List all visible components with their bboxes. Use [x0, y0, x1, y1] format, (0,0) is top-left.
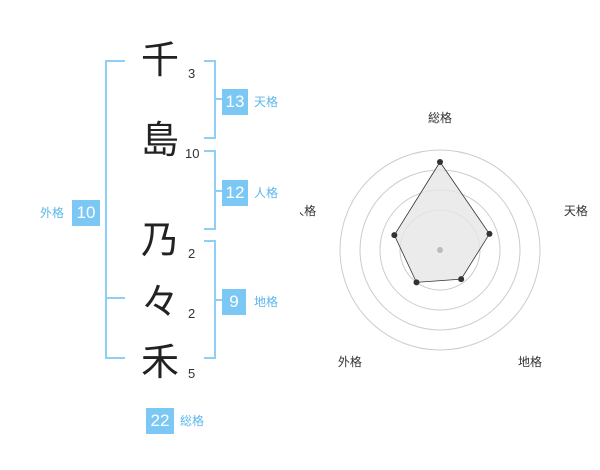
chikaku-tick — [214, 299, 222, 301]
soukaku-label: 総格 — [180, 414, 205, 428]
stroke-count-2: 10 — [185, 146, 200, 161]
soukaku-value: 22 — [146, 408, 174, 434]
gaikaku-bracket — [105, 60, 125, 359]
gaikaku-value: 10 — [72, 200, 100, 226]
chikaku-label: 地格 — [254, 295, 279, 309]
radar-point-1 — [437, 159, 443, 165]
name-char-4: 々 — [140, 280, 179, 324]
radar-center — [437, 247, 443, 253]
name-char-3: 乃 — [140, 218, 179, 262]
name-char-5: 禾 — [140, 340, 179, 384]
jinkaku-tick — [214, 190, 222, 192]
tenkaku-value: 13 — [222, 89, 248, 115]
gaikaku-label: 外格 — [40, 206, 65, 220]
stroke-count-4: 2 — [188, 306, 196, 321]
jinkaku-label: 人格 — [254, 186, 279, 200]
radar-point-3 — [458, 276, 465, 283]
chikaku-value: 9 — [222, 289, 246, 315]
radar-ring-4 — [339, 149, 541, 351]
radar-axis-label-1: 総格 — [428, 110, 452, 125]
stroke-count-5: 5 — [188, 366, 196, 381]
radar-axis-label-2: 天格 — [564, 203, 588, 218]
stroke-count-1: 3 — [188, 66, 196, 81]
stroke-count-3: 2 — [188, 246, 196, 261]
name-char-2: 島 — [140, 118, 179, 162]
radar-axis-label-5: 人格 — [300, 203, 316, 218]
radar-point-4 — [413, 279, 420, 286]
tenkaku-label: 天格 — [254, 95, 279, 109]
radar-area — [393, 161, 490, 283]
jinkaku-value: 12 — [222, 180, 248, 206]
gaikaku-inner-tick — [105, 297, 125, 299]
radar-point-5 — [391, 232, 398, 239]
tenkaku-tick — [214, 98, 222, 100]
radar-point-2 — [486, 230, 493, 237]
name-char-1: 千 — [140, 38, 179, 82]
radar-axis-label-4: 外格 — [338, 354, 362, 369]
radar-axis-label-3: 地格 — [518, 354, 542, 369]
